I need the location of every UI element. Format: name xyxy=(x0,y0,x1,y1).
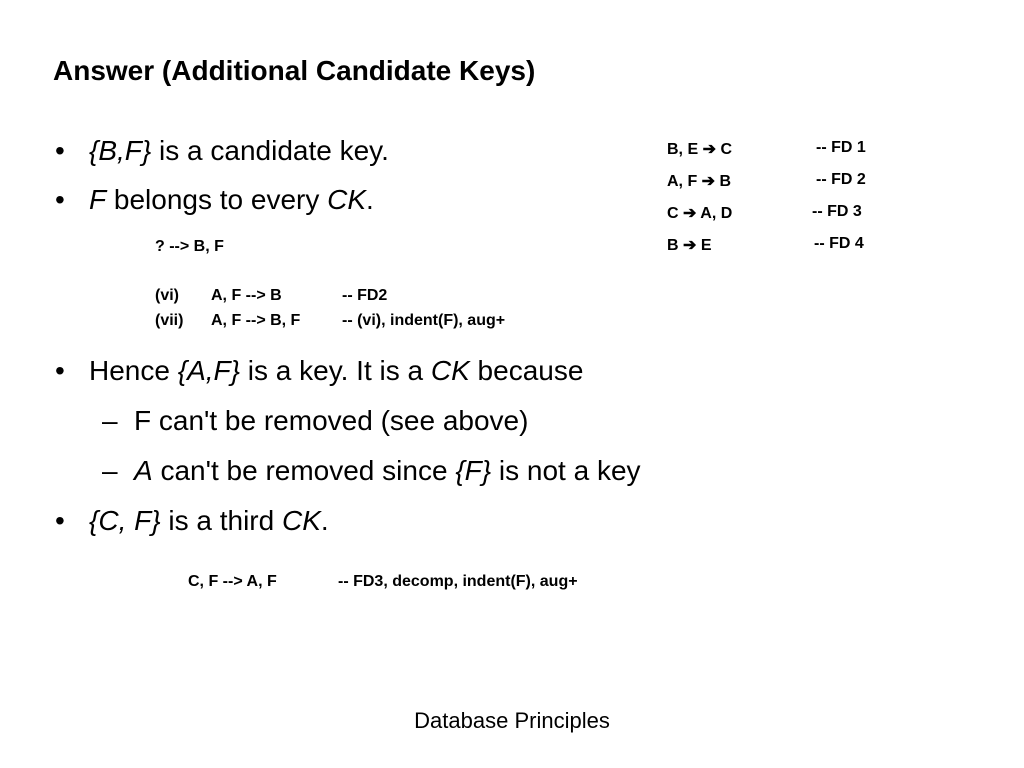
bullet-text: Hence {A,F} is a key. It is a CK because xyxy=(89,355,584,386)
derivation-step-vi: (vi) A, F --> B -- FD2 xyxy=(155,287,387,305)
fd-rhs: B xyxy=(719,173,732,190)
step-number: (vi) xyxy=(155,287,179,304)
subbullet-marker: – xyxy=(102,405,118,436)
fd-rhs: A, D xyxy=(700,205,733,222)
fd-row-1: B, E ➔ C -- FD 1 xyxy=(667,139,866,159)
step-reason: -- (vi), indent(F), aug+ xyxy=(342,312,506,329)
subbullet-marker: – xyxy=(102,455,118,486)
derivation-goal: ? --> B, F xyxy=(155,238,224,255)
derivation-cf: C, F --> A, F -- FD3, decomp, indent(F),… xyxy=(188,573,578,591)
slide-footer: Database Principles xyxy=(414,708,610,733)
subbullet-a-cannot-be-removed: – A can't be removed since {F} is not a … xyxy=(102,455,641,487)
bullet-marker: • xyxy=(55,505,65,536)
slide-title: Answer (Additional Candidate Keys) xyxy=(53,55,536,86)
step-reason: -- FD2 xyxy=(342,287,388,304)
bullet-text: F belongs to every CK. xyxy=(89,184,374,215)
derivation-step-vii: (vii) A, F --> B, F -- (vi), indent(F), … xyxy=(155,312,505,330)
step-expression: A, F --> B, F xyxy=(211,312,301,329)
fd-rhs: E xyxy=(700,237,712,254)
bullet-af-is-key: • Hence {A,F} is a key. It is a CK becau… xyxy=(55,355,583,387)
step-expression: A, F --> B xyxy=(211,287,282,304)
bullet-text: {B,F} is a candidate key. xyxy=(89,135,389,166)
bullet-f-in-every-ck: • F belongs to every CK. xyxy=(55,184,374,216)
fd-rhs: C xyxy=(720,141,732,158)
bullet-marker: • xyxy=(55,355,65,386)
arrow-icon: ➔ xyxy=(701,173,716,190)
subbullet-f-cannot-be-removed: – F can't be removed (see above) xyxy=(102,405,528,437)
fd-label: -- FD 2 xyxy=(816,171,866,188)
fd-label: -- FD 3 xyxy=(812,203,862,220)
fd-row-3: C ➔ A, D -- FD 3 xyxy=(667,203,862,223)
fd-lhs: B xyxy=(667,237,679,254)
fd-lhs: A, F xyxy=(667,173,698,190)
arrow-icon: ➔ xyxy=(683,205,697,222)
arrow-icon: ➔ xyxy=(702,141,716,158)
bullet-candidate-key-bf: • {B,F} is a candidate key. xyxy=(55,135,389,167)
arrow-icon: ➔ xyxy=(683,237,697,254)
subbullet-text: F can't be removed (see above) xyxy=(134,405,529,436)
bullet-marker: • xyxy=(55,135,65,166)
fd-row-4: B ➔ E -- FD 4 xyxy=(667,235,864,255)
subbullet-text: A can't be removed since {F} is not a ke… xyxy=(134,455,641,486)
bullet-text: {C, F} is a third CK. xyxy=(89,505,329,536)
bullet-marker: • xyxy=(55,184,65,215)
fd-row-2: A, F ➔ B -- FD 2 xyxy=(667,171,866,191)
fd-label: -- FD 4 xyxy=(814,235,864,252)
fd-label: -- FD 1 xyxy=(816,139,866,156)
fd-lhs: B, E xyxy=(667,141,699,158)
derivation-reason: -- FD3, decomp, indent(F), aug+ xyxy=(338,573,578,590)
derivation-expression: C, F --> A, F xyxy=(188,573,277,590)
fd-lhs: C xyxy=(667,205,679,222)
step-number: (vii) xyxy=(155,312,184,329)
bullet-cf-third-ck: • {C, F} is a third CK. xyxy=(55,505,329,537)
